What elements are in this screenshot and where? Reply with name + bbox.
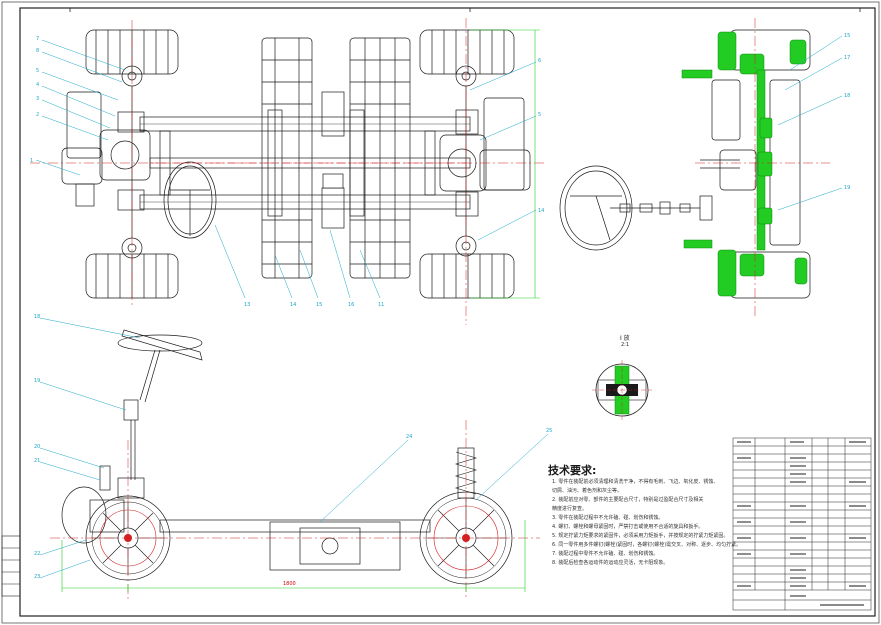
technical-requirement-line: 4. 螺钉、螺栓和螺母紧固时，严禁打击或使用不合适的旋具和扳手。 <box>552 524 704 530</box>
part-numbers-top: 7 8 5 4 3 2 1 6 5 14 13 14 15 16 11 <box>30 36 544 308</box>
svg-text:3: 3 <box>36 96 39 102</box>
leader-lines-top <box>35 39 537 299</box>
svg-text:8: 8 <box>36 48 39 54</box>
technical-requirement-line: 5. 规定拧紧力矩要求的紧固件，必须采用力矩扳手，并按规定的拧紧力矩紧固。 <box>552 533 729 539</box>
svg-text:11: 11 <box>378 302 384 308</box>
part-numbers-side: 18 19 20 21 22 23 24 25 <box>34 314 552 580</box>
svg-text:13: 13 <box>244 302 250 308</box>
axle-side-view <box>559 29 811 299</box>
chassis-side-view <box>61 329 513 585</box>
svg-text:23: 23 <box>34 574 40 580</box>
revision-block <box>1 535 21 597</box>
svg-text:20: 20 <box>34 444 40 450</box>
inner-border <box>19 7 876 617</box>
svg-text:15: 15 <box>316 302 322 308</box>
rear-motor <box>483 97 525 191</box>
steering-wheel-side-elev <box>117 334 203 352</box>
svg-text:19: 19 <box>844 185 850 191</box>
chassis-top-view <box>61 29 531 299</box>
technical-requirements-notes: 1. 零件在装配前必须清理和清洗干净，不得有毛刺、飞边、氧化皮、锈蚀、切屑、油污… <box>552 478 742 568</box>
svg-text:2: 2 <box>36 112 39 118</box>
svg-text:17: 17 <box>844 55 850 61</box>
svg-text:14: 14 <box>290 302 296 308</box>
svg-text:18: 18 <box>34 314 40 320</box>
technical-requirement-line: 6. 同一零件用多件螺钉(螺栓)紧固时，各螺钉(螺栓)需交叉、对称、逐步、均匀拧… <box>552 542 742 548</box>
svg-text:22: 22 <box>34 551 40 557</box>
rear-left-tire <box>419 29 515 75</box>
technical-requirement-line: 8. 装配后检查各运动件的运动应灵活，无卡阻现象。 <box>552 560 669 566</box>
svg-text:7: 7 <box>36 36 39 42</box>
overall-length-dimension: 1800 <box>283 581 296 587</box>
svg-text:1: 1 <box>30 158 33 164</box>
battery-stack-left <box>261 37 313 279</box>
svg-text:21: 21 <box>34 458 40 464</box>
highlighted-steering-parts <box>681 31 808 297</box>
technical-requirement-line: 切屑、油污、着色剂和灰尘等。 <box>552 488 623 494</box>
section-view-label: I 放 <box>620 335 630 342</box>
technical-requirements-title: 技术要求: <box>548 464 597 477</box>
svg-text:24: 24 <box>406 434 412 440</box>
parts-list-table <box>732 437 872 611</box>
svg-text:5: 5 <box>36 68 39 74</box>
rear-right-tire <box>419 253 515 299</box>
svg-text:5: 5 <box>538 112 541 118</box>
svg-text:15: 15 <box>844 33 850 39</box>
technical-requirement-line: 7. 装配过程中零件不允许磕、碰、划伤和锈蚀。 <box>552 551 659 557</box>
steering-wheel-top <box>163 161 217 239</box>
technical-requirement-line: 1. 零件在装配前必须清理和清洗干净，不得有毛刺、飞边、氧化皮、锈蚀、 <box>552 479 719 485</box>
svg-text:25: 25 <box>546 428 552 434</box>
svg-text:18: 18 <box>844 93 850 99</box>
svg-text:14: 14 <box>538 208 544 214</box>
section-detail <box>592 360 652 420</box>
technical-requirement-line: 2. 装配前应对零、部件的主要配合尺寸，特别是过盈配合尺寸及相关 <box>552 497 704 503</box>
leader-lines-side <box>39 317 549 579</box>
svg-text:6: 6 <box>538 58 541 64</box>
technical-requirement-line: 3. 零件在装配过程中不允许磕、碰、划伤和锈蚀。 <box>552 515 664 521</box>
svg-text:4: 4 <box>36 82 39 88</box>
svg-text:19: 19 <box>34 378 40 384</box>
battery-stack-right <box>349 37 411 279</box>
technical-requirement-line: 精度进行复查。 <box>552 506 588 512</box>
section-view-scale: 2:1 <box>621 342 630 348</box>
svg-text:16: 16 <box>348 302 354 308</box>
